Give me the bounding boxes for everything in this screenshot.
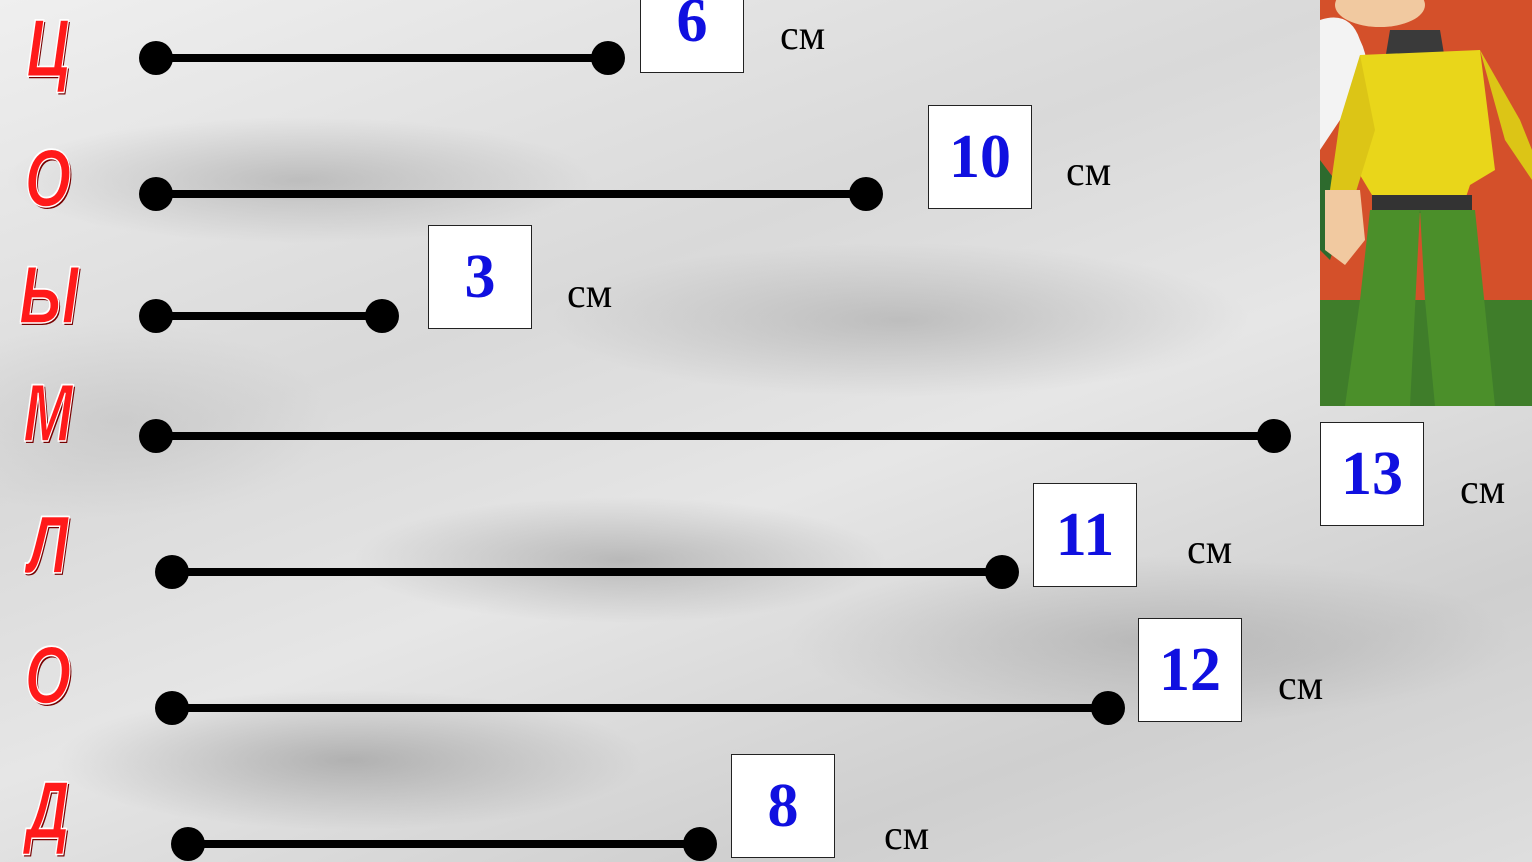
letter-5: Л: [27, 500, 69, 591]
unit-label: см: [1278, 663, 1324, 709]
segment-line: [156, 190, 866, 198]
segment-line: [172, 704, 1108, 712]
segment-end-point: [1091, 691, 1125, 725]
letter-6: О: [24, 630, 71, 721]
length-box: 11: [1033, 483, 1137, 587]
segment-start-point: [171, 827, 205, 861]
segment-start-point: [139, 299, 173, 333]
unit-label: см: [1066, 149, 1112, 195]
length-box: 3: [428, 225, 532, 329]
segment-end-point: [1257, 419, 1291, 453]
segment-line: [172, 568, 1002, 576]
segment-end-point: [365, 299, 399, 333]
unit-label: см: [884, 813, 930, 859]
letter-7: Д: [26, 765, 70, 856]
unit-label: см: [780, 13, 826, 59]
letter-3: Ы: [19, 250, 79, 341]
segment-start-point: [155, 555, 189, 589]
unit-label: см: [1460, 467, 1506, 513]
segment-end-point: [591, 41, 625, 75]
segment-line: [156, 312, 382, 320]
segment-start-point: [155, 691, 189, 725]
segment-end-point: [985, 555, 1019, 589]
segment-line: [188, 840, 700, 848]
segment-start-point: [139, 41, 173, 75]
segment-line: [156, 54, 608, 62]
letter-4: М: [23, 368, 73, 459]
segment-start-point: [139, 419, 173, 453]
length-box: 10: [928, 105, 1032, 209]
segment-end-point: [683, 827, 717, 861]
unit-label: см: [567, 271, 613, 317]
letter-2: О: [24, 133, 71, 224]
unit-label: см: [1187, 527, 1233, 573]
length-box: 6: [640, 0, 744, 73]
length-box: 12: [1138, 618, 1242, 722]
length-box: 13: [1320, 422, 1424, 526]
segment-end-point: [849, 177, 883, 211]
segment-start-point: [139, 177, 173, 211]
letter-1: Ц: [26, 3, 70, 94]
segment-line: [156, 432, 1274, 440]
cartoon-character-image: [1320, 0, 1532, 406]
length-box: 8: [731, 754, 835, 858]
